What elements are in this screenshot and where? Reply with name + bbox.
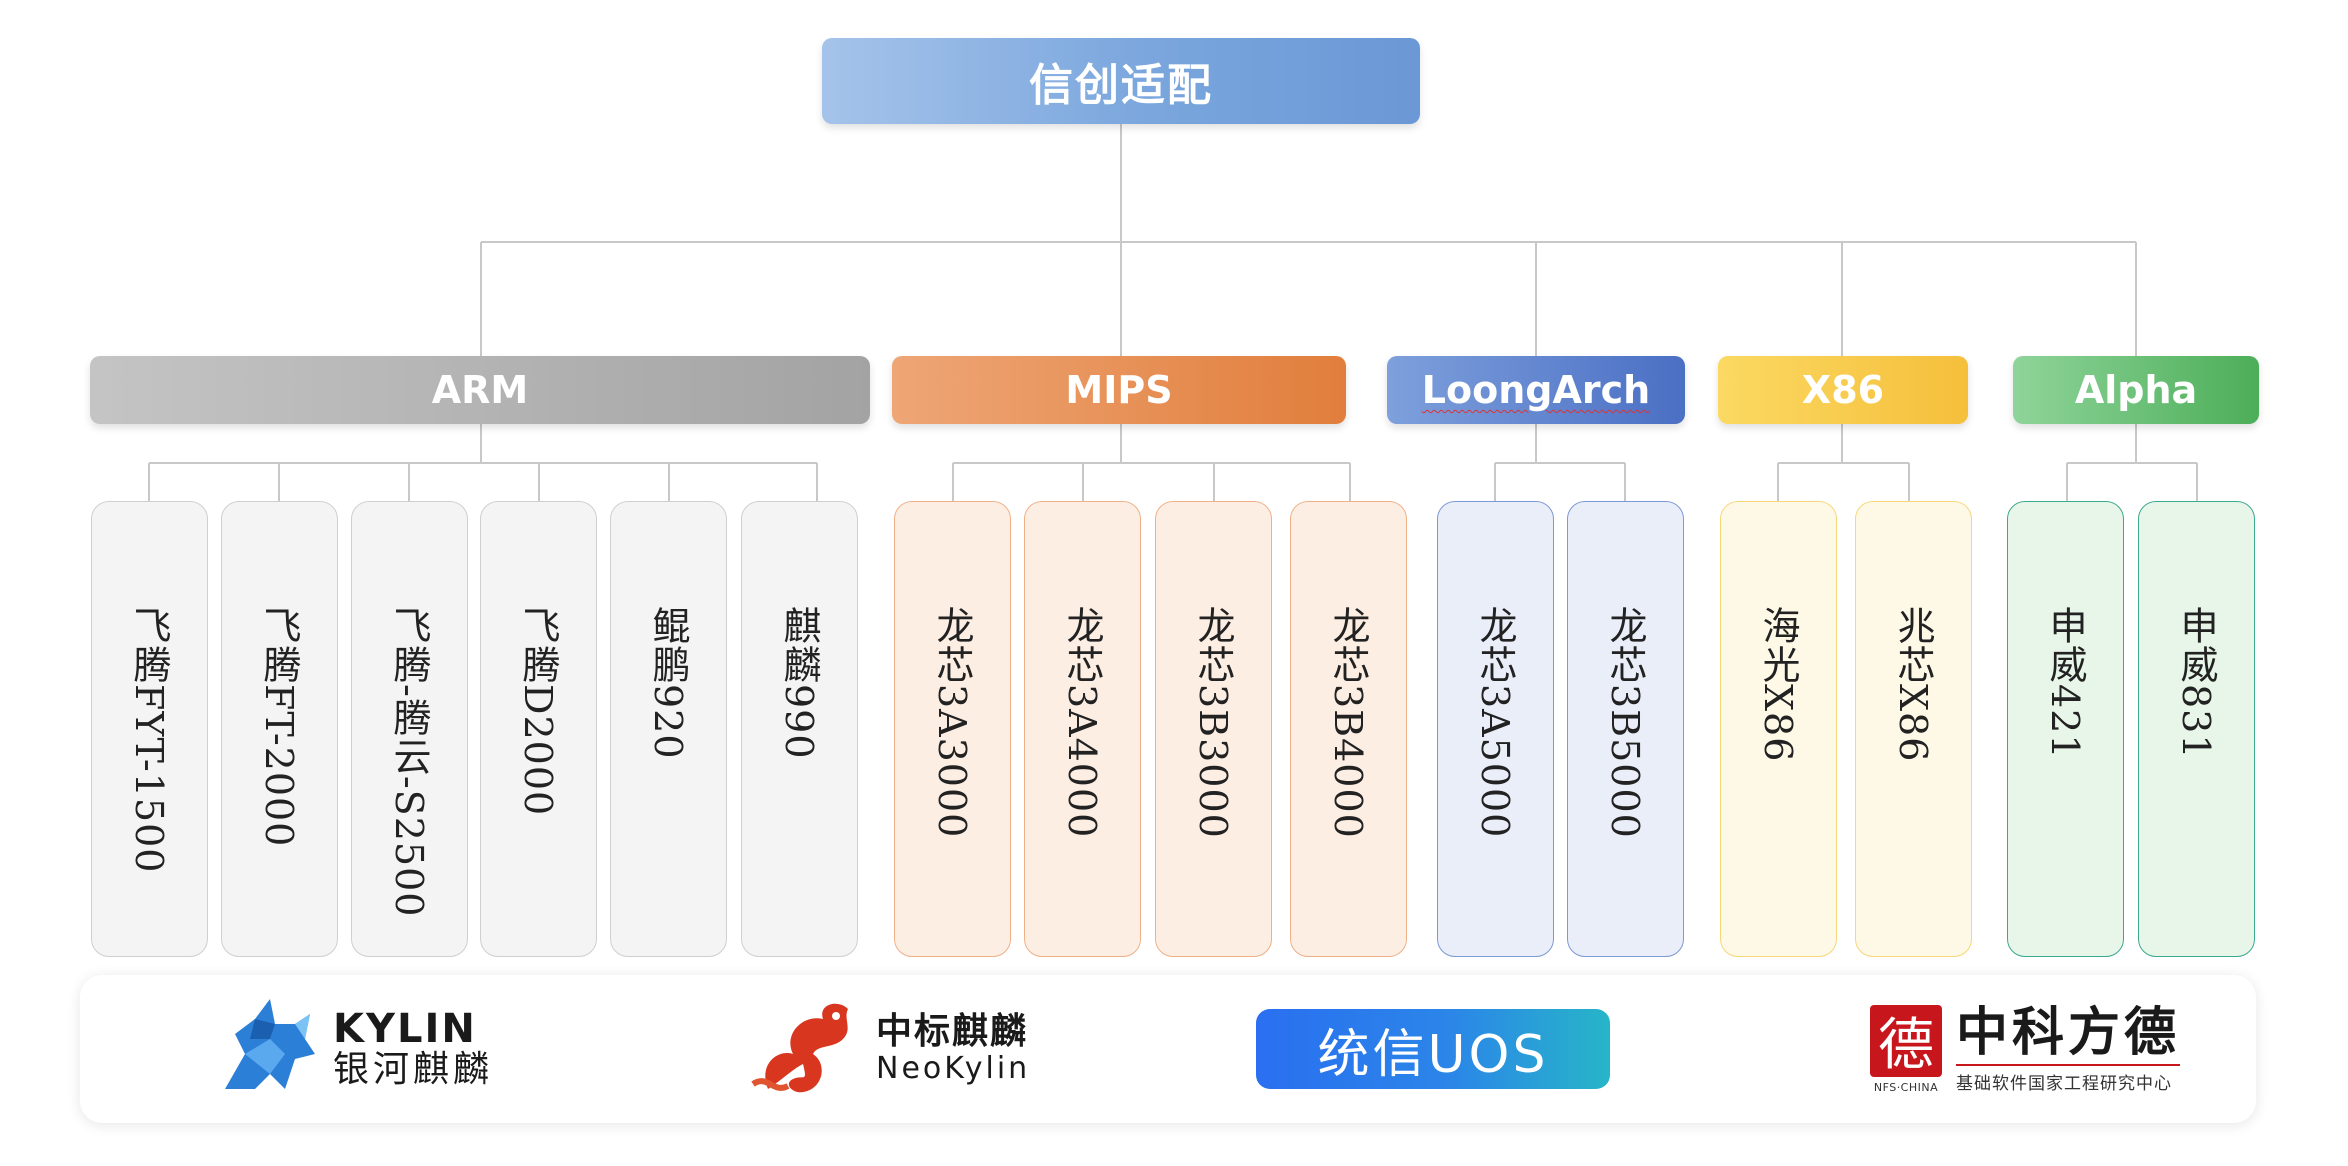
chip-card: 龙芯3A5000	[1437, 501, 1554, 957]
kylin-logo: KYLIN 银河麒麟	[215, 975, 493, 1123]
chip-label: 申威831	[2174, 606, 2218, 760]
chip-card: 龙芯3B3000	[1155, 501, 1272, 957]
chip-card: 海光X86	[1720, 501, 1837, 957]
root-node: 信创适配	[822, 38, 1420, 124]
chip-card: 鲲鹏920	[610, 501, 727, 957]
fangde-logo: 德 NFS·CHINA 中科方德 基础软件国家工程研究中心	[1870, 975, 2181, 1123]
arch-node-x86: X86	[1718, 356, 1968, 424]
chip-label: 龙芯3A5000	[1473, 606, 1517, 839]
chip-label: 龙芯3A4000	[1060, 606, 1104, 839]
chip-card: 龙芯3A4000	[1024, 501, 1141, 957]
chip-label: 龙芯3B3000	[1191, 606, 1235, 839]
chip-label: 麒麟990	[777, 606, 821, 760]
chip-card: 龙芯3A3000	[894, 501, 1011, 957]
chip-card: 龙芯3B5000	[1567, 501, 1684, 957]
chip-label: 龙芯3B5000	[1603, 606, 1647, 839]
neokylin-logo: 中标麒麟 NeoKylin	[748, 975, 1030, 1123]
os-logo-panel: KYLIN 银河麒麟 中标麒麟 NeoKylin 统信UOS 德 NFS·CHI…	[80, 975, 2256, 1123]
chip-label: 龙芯3A3000	[930, 606, 974, 839]
chip-card: 飞腾FT-2000	[221, 501, 338, 957]
kylin-cn-label: 银河麒麟	[333, 1049, 494, 1091]
uos-logo: 统信UOS	[1256, 975, 1610, 1123]
chip-card: 兆芯X86	[1855, 501, 1972, 957]
fangde-mark-icon: 德	[1870, 1004, 1942, 1078]
chip-label: 海光X86	[1756, 606, 1800, 763]
root-label: 信创适配	[1029, 60, 1213, 111]
kylin-beast-icon	[225, 999, 315, 1089]
chip-label: 鲲鹏920	[646, 606, 690, 760]
neokylin-en-label: NeoKylin	[876, 1051, 1031, 1087]
chip-label: 飞腾FYT-1500	[127, 606, 171, 874]
chip-card: 申威421	[2007, 501, 2124, 957]
fangde-mark-char: 德	[1878, 1013, 1934, 1078]
neokylin-cn-label: 中标麒麟	[876, 1011, 1029, 1053]
fangde-cn-label: 中科方德	[1956, 1002, 2181, 1064]
chip-label: 龙芯3B4000	[1326, 606, 1370, 839]
fangde-sub-label: 基础软件国家工程研究中心	[1956, 1063, 2181, 1094]
chip-label: 飞腾FT-2000	[257, 606, 301, 848]
arch-node-loongarch: LoongArch	[1387, 356, 1685, 424]
chip-card: 麒麟990	[741, 501, 858, 957]
chip-card: 龙芯3B4000	[1290, 501, 1407, 957]
arch-label-x86: X86	[1801, 368, 1885, 412]
chip-card: 申威831	[2138, 501, 2255, 957]
uos-badge: 统信UOS	[1256, 1009, 1610, 1089]
arch-label-alpha: Alpha	[2074, 368, 2198, 412]
fangde-nfs-label: NFS·CHINA	[1873, 1080, 1939, 1094]
arch-label-loongarch: LoongArch	[1421, 368, 1651, 412]
arch-label-arm: ARM	[431, 368, 529, 412]
neokylin-qilin-icon	[751, 1003, 848, 1093]
chip-label: 兆芯X86	[1891, 606, 1935, 763]
chip-label: 申威421	[2043, 606, 2087, 760]
chip-card: 飞腾-腾云-S2500	[351, 501, 468, 957]
chip-label: 飞腾-腾云-S2500	[387, 606, 431, 918]
chip-card: 飞腾FYT-1500	[91, 501, 208, 957]
chip-card: 飞腾D2000	[480, 501, 597, 957]
chip-label: 飞腾D2000	[516, 606, 560, 817]
arch-node-alpha: Alpha	[2013, 356, 2259, 424]
arch-node-mips: MIPS	[892, 356, 1346, 424]
uos-label: 统信UOS	[1317, 1024, 1549, 1085]
arch-node-arm: ARM	[90, 356, 870, 424]
arch-label-mips: MIPS	[1065, 368, 1173, 412]
kylin-en-label: KYLIN	[333, 1006, 477, 1053]
